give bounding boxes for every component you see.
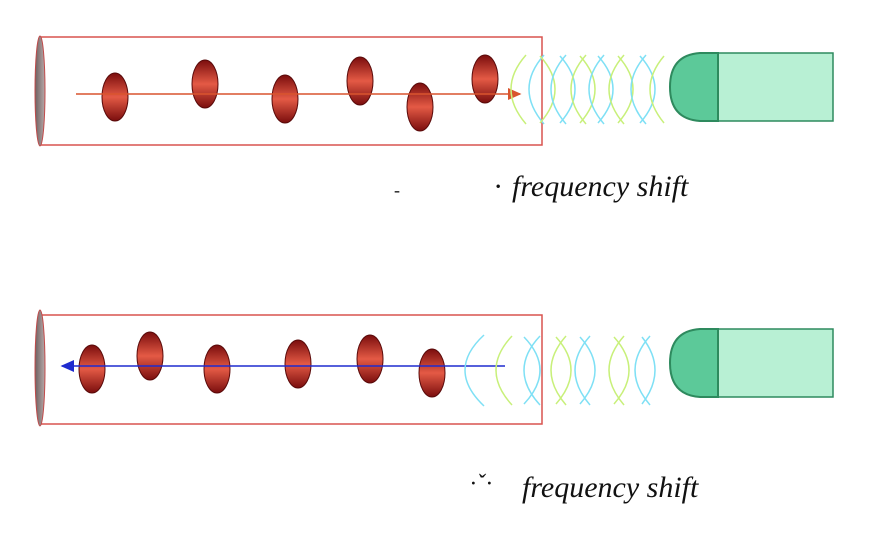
sound-waves-bottom [464, 334, 656, 407]
blood-cells-bottom [78, 331, 446, 398]
blood-cell [191, 59, 219, 109]
blood-cells-top [101, 54, 499, 132]
sound-waves-top [510, 54, 665, 125]
blood-cell [101, 72, 129, 122]
vessel-end-bottom [34, 309, 46, 427]
blood-cell [271, 74, 299, 124]
caption-fragment-bottom: ·ˇ· [470, 471, 493, 497]
probe-body [717, 328, 834, 398]
vessel-end-top [34, 35, 46, 147]
panel-bottom [34, 309, 834, 427]
caption-bottom: frequency shift [522, 471, 699, 504]
ultrasound-probe-top [668, 52, 834, 122]
blood-cell [284, 339, 312, 389]
blood-cell [203, 344, 231, 394]
panel-top [34, 35, 834, 147]
probe-body [717, 52, 834, 122]
caption-fragment-top-2: · [494, 170, 502, 203]
probe-tip [668, 328, 719, 398]
blood-cell [136, 331, 164, 381]
blood-cell [471, 54, 499, 104]
blood-cell [78, 344, 106, 394]
caption-fragment-top: - [394, 180, 400, 200]
blood-cell [356, 334, 384, 384]
blood-cell [346, 56, 374, 106]
ultrasound-probe-bottom [668, 328, 834, 398]
probe-tip [668, 52, 719, 122]
caption-top: frequency shift [512, 170, 689, 203]
blood-cell [406, 82, 434, 132]
blood-cell [418, 348, 446, 398]
